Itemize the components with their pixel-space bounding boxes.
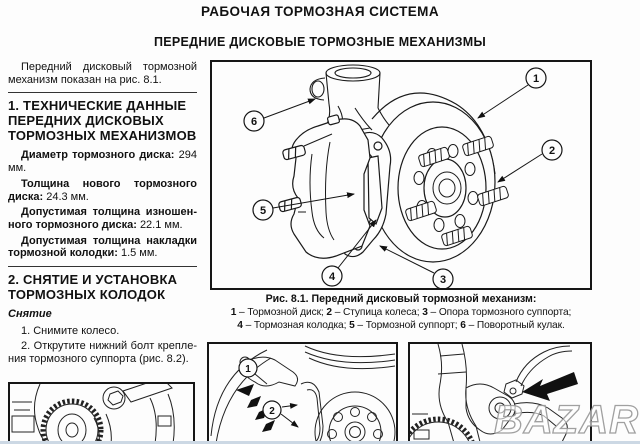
figure-8-1-frame: 1 2 3 4 5 6 bbox=[210, 60, 592, 290]
wheel-stud bbox=[462, 135, 494, 157]
callout-arrows bbox=[263, 84, 543, 274]
figure-legend-line: 4 – Тормозная колодка; 5 – Тормозной суп… bbox=[237, 320, 565, 331]
callout-6-label: 6 bbox=[251, 116, 257, 128]
spec-item: Допустимая толщина изношен­ного тормозно… bbox=[8, 206, 197, 231]
callout-2 bbox=[262, 400, 282, 420]
callout-4-label: 4 bbox=[329, 271, 336, 283]
intro-paragraph: Передний дисковый тормозной механизм пок… bbox=[8, 61, 197, 86]
spec-value: 22.1 мм. bbox=[139, 218, 183, 231]
wheel-stud bbox=[477, 185, 509, 207]
bleeder-screw-drawing bbox=[326, 114, 340, 126]
step-item: 2. Открутите нижний болт крепле­ния торм… bbox=[8, 340, 197, 366]
callout-3-label: 3 bbox=[440, 274, 446, 286]
caliper-bolt-wrench-drawing bbox=[11, 384, 175, 444]
thick-pointer-arrow-icon bbox=[522, 372, 578, 401]
callout-2 bbox=[541, 139, 563, 161]
suspension-knuckle-drawing: 1 2 bbox=[210, 345, 396, 444]
spec-label: Допустимая толщина изношен­ного тормозно… bbox=[8, 206, 197, 231]
brake-pad-drawing bbox=[367, 155, 383, 226]
left-text-column: Передний дисковый тормозной механизм пок… bbox=[8, 61, 197, 369]
brake-caliper-drawing bbox=[278, 114, 392, 259]
spec-label: Допустимая толщина накладки тормозной ко… bbox=[8, 234, 197, 260]
brake-hose-drawing bbox=[410, 344, 578, 444]
section1-heading: 1. ТЕХНИЧЕСКИЕ ДАННЫЕ ПЕРЕДНИХ ДИСКОВЫХ … bbox=[8, 98, 197, 144]
callout-6 bbox=[243, 110, 265, 132]
spec-item: Допустимая толщина накладки тормозной ко… bbox=[8, 235, 197, 260]
callout-4 bbox=[321, 265, 343, 287]
figure-8-2-partial-frame bbox=[8, 382, 195, 444]
bottom-right-figure-frame bbox=[408, 342, 592, 444]
step-item: 1. Снимите колесо. bbox=[21, 324, 120, 337]
figure-caption: Рис. 8.1. Передний дисковый тормозной ме… bbox=[203, 293, 599, 332]
wrench-handle bbox=[122, 384, 173, 403]
wheel-hub-drawing bbox=[405, 135, 509, 247]
spec-item: Толщина нового тормозного диска: 24.3 мм… bbox=[8, 178, 197, 203]
figure-legend-line: 1 – Тормозной диск; 2 – Ступица колеса; … bbox=[230, 307, 572, 318]
wheel-stud bbox=[441, 225, 473, 247]
callout-1-label: 1 bbox=[533, 73, 539, 85]
figure-caption-title: Рис. 8.1. Передний дисковый тормозной ме… bbox=[265, 293, 537, 305]
bottom-middle-callouts: 1 2 bbox=[238, 358, 299, 428]
page-title: РАБОЧАЯ ТОРМОЗНАЯ СИСТЕМА bbox=[201, 4, 439, 19]
callout-2-label: 2 bbox=[269, 406, 275, 417]
spec-value: 294 мм. bbox=[8, 149, 197, 175]
spec-label: Толщина нового тормозного диска: bbox=[8, 177, 197, 203]
scan-edge-strip bbox=[0, 441, 640, 444]
callout-2-label: 2 bbox=[549, 145, 555, 157]
callout-1-label: 1 bbox=[245, 364, 251, 375]
callout-1 bbox=[525, 67, 547, 89]
callout-1 bbox=[238, 358, 258, 378]
spec-value: 1.5 мм. bbox=[120, 247, 158, 260]
spec-value: 24.3 мм. bbox=[46, 190, 89, 203]
spec-item: Диаметр тормозного диска: 294 мм. bbox=[8, 149, 197, 174]
spec-label: Диаметр тормозного диска: bbox=[21, 149, 175, 162]
wheel-stud bbox=[405, 200, 437, 222]
callout-5-label: 5 bbox=[260, 205, 266, 217]
section-divider bbox=[8, 92, 197, 94]
section-divider bbox=[8, 266, 197, 268]
wheel-stud bbox=[418, 146, 450, 168]
callout-5 bbox=[252, 199, 274, 221]
brake-assembly-diagram: 1 2 3 4 5 6 bbox=[243, 64, 563, 288]
caliper-guide-pin bbox=[282, 144, 306, 161]
section2-heading: 2. СНЯТИЕ И УСТАНОВКА ТОРМОЗНЫХ КОЛОДОК bbox=[8, 272, 178, 303]
wrench-head bbox=[102, 386, 126, 410]
bottom-middle-figure-frame: 1 2 bbox=[207, 342, 398, 444]
callout-3 bbox=[432, 268, 454, 288]
callout-badges: 1 2 3 4 5 6 bbox=[243, 67, 563, 288]
hose-fitting bbox=[503, 379, 525, 399]
page-subtitle: ПЕРЕДНИЕ ДИСКОВЫЕ ТОРМОЗНЫЕ МЕХАНИЗМЫ bbox=[153, 35, 487, 49]
removal-subheading: Снятие bbox=[8, 308, 52, 321]
